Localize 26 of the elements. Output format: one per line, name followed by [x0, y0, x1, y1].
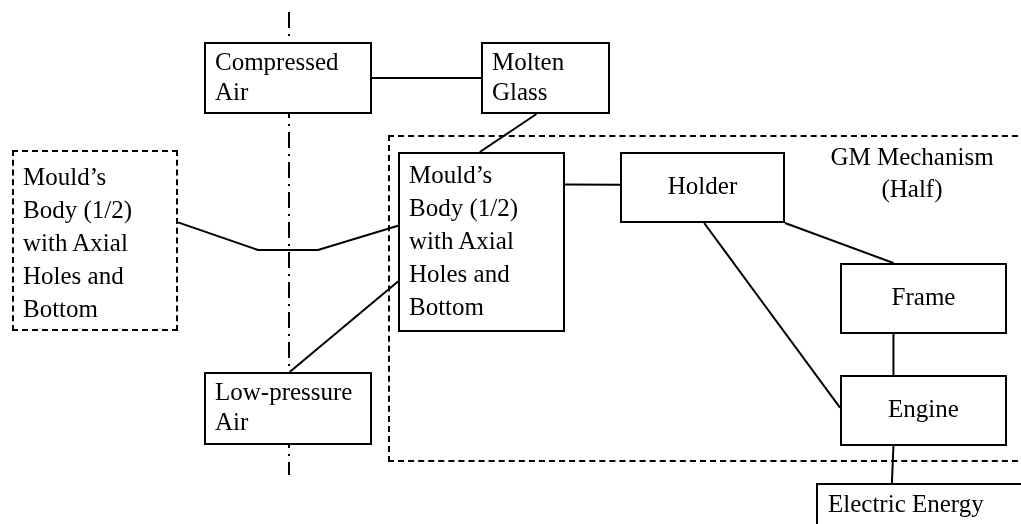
process-box [481, 42, 610, 114]
process-box [204, 372, 372, 445]
connector-line [784, 222, 895, 264]
node-label: Electric Energy [828, 489, 984, 519]
node-label: Low-pressure Air [215, 377, 354, 437]
process-box [398, 152, 565, 332]
node-label: Mould’s Body (1/2) with Axial Holes and Bottom [409, 160, 520, 322]
node-label: Molten Glass [492, 47, 566, 107]
connector-line [890, 445, 895, 484]
connector-line [564, 183, 621, 186]
node-label: Holder [666, 171, 739, 201]
node-label: Engine [887, 394, 960, 424]
process-box [840, 263, 1007, 334]
process-box [840, 375, 1007, 446]
connector-line [177, 221, 399, 251]
node-label: GM Mechanism (Half) [829, 142, 995, 205]
node-label: Compressed Air [215, 47, 340, 107]
node-label: Mould’s Body (1/2) with Axial Holes and Bottom [23, 162, 134, 324]
connector-line [371, 77, 482, 79]
connector-line [703, 222, 841, 409]
process-box [204, 42, 372, 114]
dashed-box [12, 150, 178, 331]
node-label: Frame [890, 282, 957, 312]
process-box [620, 152, 785, 223]
connector-line [892, 333, 895, 376]
connector-line [288, 280, 399, 373]
